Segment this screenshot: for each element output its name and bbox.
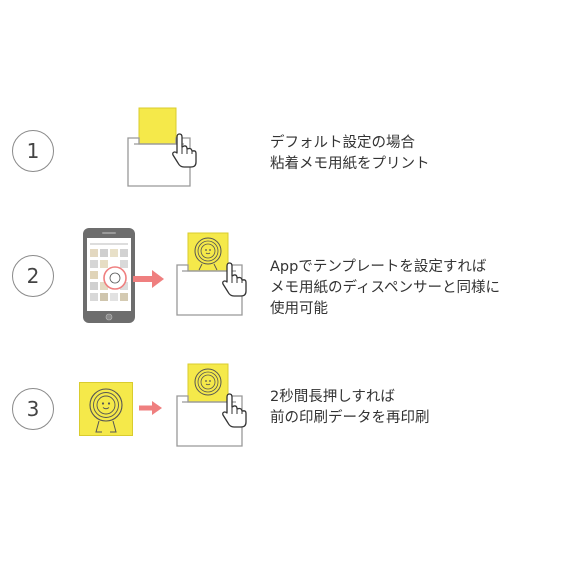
arrow-right-icon bbox=[139, 401, 162, 415]
step-line: 粘着メモ用紙をプリント bbox=[270, 156, 430, 172]
step-description: デフォルト設定の場合 粘着メモ用紙をプリント bbox=[270, 133, 430, 175]
step-number-badge: 2 bbox=[12, 255, 54, 297]
step-line: 前の印刷データを再印刷 bbox=[270, 410, 430, 426]
step-line: 使用可能 bbox=[270, 301, 328, 317]
hand-pointer-icon bbox=[222, 262, 247, 297]
step-number-badge: 3 bbox=[12, 388, 54, 430]
smartphone-icon bbox=[83, 228, 135, 323]
step-description: 2秒間長押しすれば 前の印刷データを再印刷 bbox=[270, 387, 430, 429]
memo-design-icon bbox=[194, 237, 222, 271]
step-number: 2 bbox=[26, 264, 40, 288]
memo-paper bbox=[187, 363, 229, 405]
step-line: デフォルト設定の場合 bbox=[270, 135, 415, 151]
step-number-badge: 1 bbox=[12, 130, 54, 172]
printer-icon bbox=[176, 232, 247, 316]
step-line: Appでテンプレートを設定すれば bbox=[270, 259, 487, 275]
printer-icon bbox=[176, 363, 247, 447]
hand-pointer-icon bbox=[172, 133, 197, 168]
memo-design-icon bbox=[79, 382, 133, 436]
step-2: 2 bbox=[0, 225, 561, 325]
memo-paper bbox=[187, 232, 229, 274]
step-1: 1 デフォルト設定の場合 粘着メモ用紙をプリント bbox=[0, 100, 561, 200]
memo-paper bbox=[138, 107, 177, 151]
arrow-right-icon bbox=[133, 270, 164, 288]
step-3: 3 bbox=[0, 360, 561, 460]
printer-icon bbox=[127, 107, 197, 187]
step-line: メモ用紙のディスペンサーと同様に bbox=[270, 280, 500, 296]
step-number: 1 bbox=[26, 139, 40, 163]
step-line: 2秒間長押しすれば bbox=[270, 389, 395, 405]
step-description: Appでテンプレートを設定すれば メモ用紙のディスペンサーと同様に 使用可能 bbox=[270, 257, 500, 320]
step-number: 3 bbox=[26, 397, 40, 421]
hand-pointer-icon bbox=[222, 393, 247, 428]
